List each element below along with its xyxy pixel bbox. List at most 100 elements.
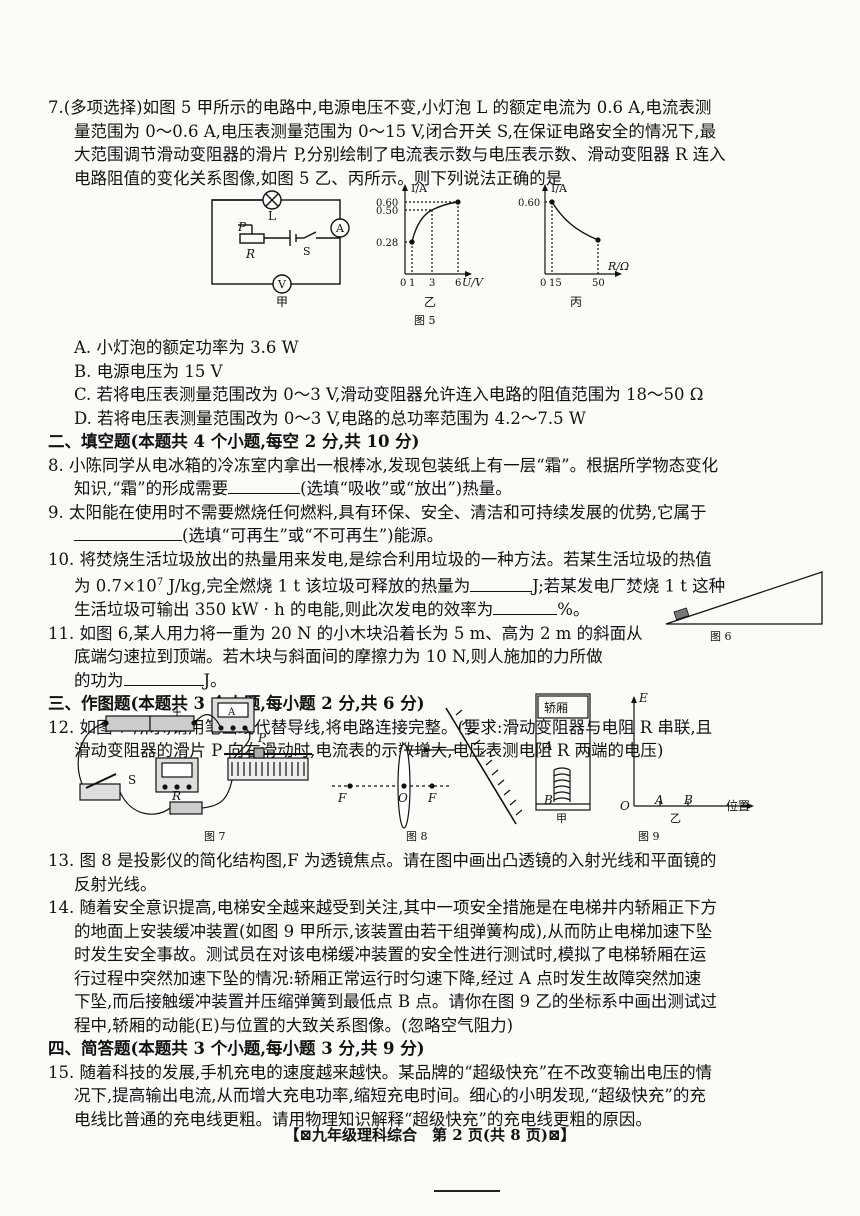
figure-6: 图 6 xyxy=(665,571,823,643)
q14-line-1: 14. 随着安全意识提高,电梯安全越来越受到关注,其中一项安全措施是在电梯井内轿… xyxy=(48,898,717,917)
q7-line-3: 大范围调节滑动变阻器的滑片 P,分别绘制了电流表示数与电压表示数、滑动变阻器 R… xyxy=(74,145,726,164)
fig5-bing-name: 丙 xyxy=(570,295,582,309)
fig9-caption: 图 9 xyxy=(638,830,660,843)
fig5-yi-xlabel: U/V xyxy=(462,276,484,289)
q15-line-1: 15. 随着科技的发展,手机充电的速度越来越快。某品牌的“超级快充”在不改变输出… xyxy=(48,1062,713,1082)
fig9-position-label: 位置 xyxy=(726,798,750,813)
q8-line-2: 知识,“霜”的形成需要 (选填“吸收”或“放出”)热量。 xyxy=(48,477,830,501)
q8-text-b: (选填“吸收”或“放出”)热量。 xyxy=(300,479,512,498)
q7-line-1: 7.(多项选择)如图 5 甲所示的电路中,电源电压不变,小灯泡 L 的额定电流为… xyxy=(48,98,712,117)
q7-option-a: A. 小灯泡的额定功率为 3.6 W xyxy=(74,338,299,357)
q12-line-2: 滑动变阻器的滑片 P 向右滑动时,电流表的示数增大,电压表测电阻 R 两端的电压… xyxy=(74,741,664,760)
q8-text-a: 知识,“霜”的形成需要 xyxy=(74,479,229,498)
fig9-jia-label: 甲 xyxy=(556,812,567,825)
q10-line-3: 生活垃圾可输出 350 kW · h 的电能,则此次发电的效率为%。 xyxy=(48,598,830,622)
q10-text-c: J;若某发电厂焚烧 1 t 这种 xyxy=(532,576,726,596)
figure-7: - + A S R P 图 7 xyxy=(77,697,312,843)
fig5-bing-xtick-15: 15 xyxy=(549,278,562,289)
fig7-p-label: P xyxy=(257,731,267,745)
fig5-r-label: R xyxy=(245,247,255,261)
figure-8: F O F 图 8 xyxy=(332,707,522,843)
fig5-graph-bing xyxy=(542,184,622,277)
fig5-bing-xtick-50: 50 xyxy=(592,278,605,289)
q10-text-e: %。 xyxy=(557,600,590,619)
fig8-f-right-label: F xyxy=(427,791,437,805)
fig5-yi-ytick-1: 0.60 xyxy=(376,198,398,209)
fig5-yi-xtick-3: 3 xyxy=(429,278,435,289)
fig5-yi-name: 乙 xyxy=(424,295,436,309)
fig9-car-label: 轿厢 xyxy=(544,700,568,715)
q11-line-2: 底端匀速拉到顶端。若木块与斜面间的摩擦力为 10 N,则人施加的力所做 xyxy=(74,647,603,666)
fig5-circuit xyxy=(211,190,350,294)
fig9-origin-label: O xyxy=(620,799,630,813)
fig7-minus-label: - xyxy=(102,701,106,716)
bottom-rule xyxy=(434,1190,500,1192)
q7-line-4: 电路阻值的变化关系图像,如图 5 乙、丙所示。则下列说法正确的是 xyxy=(74,168,563,188)
fig5-voltmeter-label: V xyxy=(277,278,287,291)
q7-option-c: C. 若将电压表测量范围改为 0～3 V,滑动变阻器允许连入电路的阻值范围为 1… xyxy=(74,385,704,404)
section-4-heading: 四、简答题(本题共 3 个小题,每小题 3 分,共 9 分) xyxy=(48,1039,425,1058)
q10-line-1: 10. 将焚烧生活垃圾放出的热量用来发电,是综合利用垃圾的一种方法。若某生活垃圾… xyxy=(48,549,712,569)
q14-line-6: 程中,轿厢的动能(E)与位置的大致关系图像。(忽略空气阻力) xyxy=(74,1015,514,1035)
q9-text: (选填“可再生”或“不可再生”)能源。 xyxy=(182,526,444,545)
fig5-yi-ytick-3: 0.28 xyxy=(376,238,398,249)
q14-line-2: 的地面上安装缓冲装置(如图 9 甲所示,该装置由若干组弹簧构成),从而防止电梯加… xyxy=(74,921,713,941)
q7-option-b: B. 电源电压为 15 V xyxy=(74,361,223,381)
q9-answer-blank[interactable] xyxy=(74,526,182,541)
q10-exponent: 7 xyxy=(156,577,164,588)
q10-answer-blank-2[interactable] xyxy=(493,600,558,615)
questions-13-15: 13. 图 8 是投影仪的简化结构图,F 为透镜焦点。请在图中画出凸透镜的入射光… xyxy=(48,849,830,1131)
q11-text-b: J。 xyxy=(203,670,227,690)
q11-answer-blank[interactable] xyxy=(123,671,204,686)
fig6-caption: 图 6 xyxy=(710,630,732,643)
q15-line-3: 电线比普通的充电线更粗。请用物理知识解释“超级快充”的充电线更粗的原因。 xyxy=(74,1109,652,1129)
fig8-f-left-label: F xyxy=(337,791,347,805)
fig7-s-label: S xyxy=(128,773,136,787)
q15-line-2: 况下,提高输出电流,从而增大充电功率,缩短充电时间。细心的小明发现,“超级快充”… xyxy=(74,1086,706,1105)
fig5-lamp-label: L xyxy=(268,209,276,223)
fig5-bing-xtick-0: 0 xyxy=(540,278,546,289)
q13-line-1: 13. 图 8 是投影仪的简化结构图,F 为透镜焦点。请在图中画出凸透镜的入射光… xyxy=(48,851,717,870)
q10-text-a: 为 0.7×10 xyxy=(74,576,157,596)
fig5-bing-ytick: 0.60 xyxy=(518,198,540,209)
fig9-axis-a-label: A xyxy=(654,793,664,807)
fig5-s-label: S xyxy=(303,245,311,258)
q11-line-1: 11. 如图 6,某人用力将一重为 20 N 的小木块沿着长为 5 m、高为 2… xyxy=(48,623,643,643)
q8-line-1: 8. 小陈同学从电冰箱的冷冻室内拿出一根棒冰,发现包装纸上有一层“霜”。根据所学… xyxy=(48,455,719,475)
question-7: 7.(多项选择)如图 5 甲所示的电路中,电源电压不变,小灯泡 L 的额定电流为… xyxy=(48,96,830,190)
figure-5: L A P R S V 甲 I/A 0.60 0.50 0.28 0 1 3 xyxy=(211,182,629,327)
q7-line-2: 量范围为 0～0.6 A,电压表测量范围为 0～15 V,闭合开关 S,在保证电… xyxy=(74,121,717,141)
q14-line-3: 时发生安全事故。测试员在对该电梯缓冲装置的安全性进行测试时,模拟了电梯轿厢在运 xyxy=(74,945,707,964)
q14-line-4: 行过程中突然加速下坠的情况:轿厢正常运行时匀速下降,经过 A 点时发生故障突然加… xyxy=(74,968,702,988)
q7-option-d: D. 若将电压表测量范围改为 0～3 V,电路的总功率范围为 4.2～7.5 W xyxy=(74,408,586,428)
fig7-r-label: R xyxy=(171,789,181,803)
fig5-yi-ytick-2: 0.50 xyxy=(376,206,398,217)
fig5-yi-xtick-0: 0 xyxy=(400,278,406,289)
q13-line-2: 反射光线。 xyxy=(74,874,157,894)
fig9-yi-label: 乙 xyxy=(670,812,681,825)
fig5-yi-ylabel: I/A xyxy=(411,182,428,195)
q10-text-b: J/kg,完全燃烧 1 t 该垃圾可释放的热量为 xyxy=(163,576,471,596)
fig7-plus-label: + xyxy=(172,705,182,719)
fig7-ammeter-label: A xyxy=(227,707,236,718)
fig5-yi-xtick-6: 6 xyxy=(455,278,461,289)
fig8-o-label: O xyxy=(398,791,408,805)
fig9-b-label: B xyxy=(543,793,553,807)
section-2-heading: 二、填空题(本题共 4 个小题,每空 2 分,共 10 分) xyxy=(48,432,420,451)
fig5-caption: 图 5 xyxy=(414,314,436,327)
fig5-ammeter-label: A xyxy=(335,222,345,235)
fig9-a-label: A xyxy=(543,739,553,753)
q9-line-1: 9. 太阳能在使用时不需要燃烧任何燃料,具有环保、安全、清洁和可持续发展的优势,… xyxy=(48,502,707,522)
q10-answer-blank-1[interactable] xyxy=(470,577,533,592)
fig5-graph-yi xyxy=(402,184,472,277)
fig5-jia-label: 甲 xyxy=(276,295,288,309)
fig8-caption: 图 8 xyxy=(406,830,428,843)
q14-line-5: 下坠,而后接触缓冲装置并压缩弹簧到最低点 B 点。请你在图 9 乙的坐标系中画出… xyxy=(74,992,717,1011)
fig5-bing-xlabel: R/Ω xyxy=(607,260,629,273)
fig9-axis-b-label: B xyxy=(683,793,693,807)
q8-answer-blank[interactable] xyxy=(228,479,301,494)
fig5-p-label: P xyxy=(237,220,247,234)
fig5-bing-ylabel: I/A xyxy=(551,182,568,195)
